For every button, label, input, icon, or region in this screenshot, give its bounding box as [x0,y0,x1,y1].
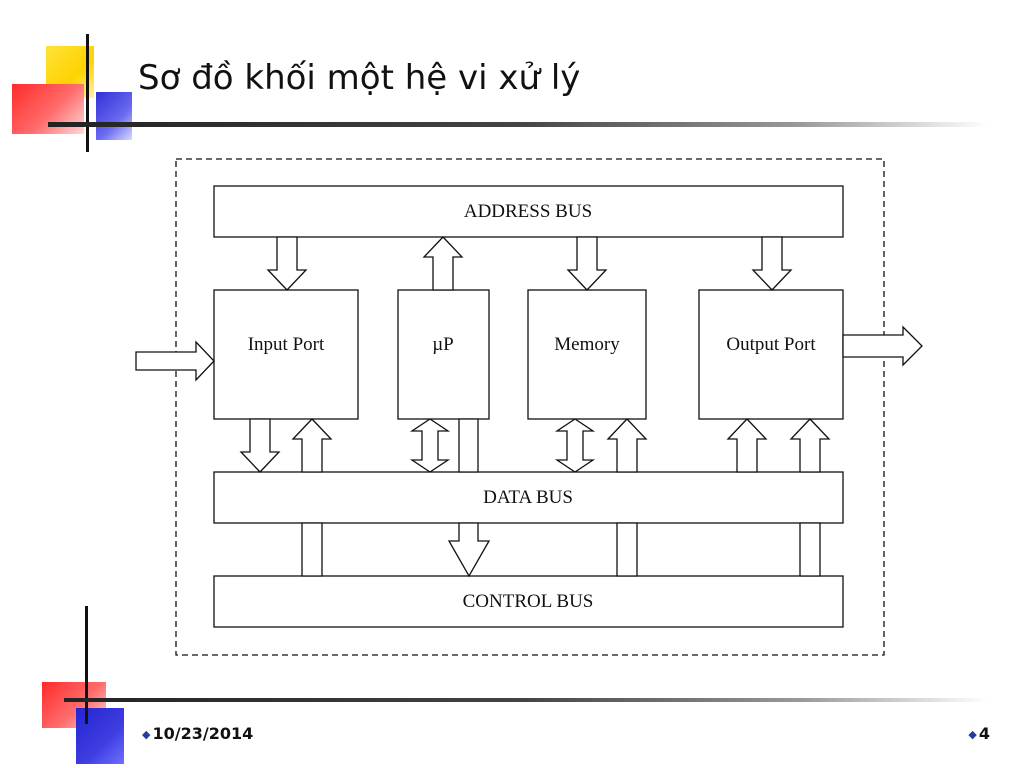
data-bus-label: DATA BUS [483,487,573,508]
arrow-data-to-output-left [726,418,768,473]
decor-vertical-line-bottom [85,606,88,724]
footer-page-number: ◆4 [968,724,990,743]
arrow-memory-data-bidirectional [554,418,596,473]
arrow-address-to-memory [566,236,608,291]
diamond-icon: ◆ [968,728,977,741]
control-bus-label: CONTROL BUS [463,591,594,612]
title-underline [48,122,988,127]
input-port-box [213,289,359,420]
memory-box [527,289,647,420]
arrow-external-output [842,325,923,367]
footer-date: ◆10/23/2014 [142,724,253,743]
connector-control-input [301,522,323,577]
memory-label: Memory [554,334,620,355]
decor-blue-square-top [96,92,132,140]
footer-page-text: 4 [978,724,990,743]
microprocessor-label: µP [432,334,454,355]
diamond-icon: ◆ [142,728,151,741]
arrow-address-to-output [751,236,793,291]
arrow-address-to-input [266,236,308,291]
footer-date-text: 10/23/2014 [152,724,254,743]
arrow-external-input [135,340,215,382]
arrow-data-to-input [291,418,333,473]
arrow-microprocessor-to-control-lower [447,522,491,578]
address-bus-label: ADDRESS BUS [464,201,592,222]
connector-control-output [799,522,821,577]
microprocessor-box [397,289,490,420]
slide-title: Sơ đồ khối một hệ vi xử lý [138,58,581,98]
arrow-microprocessor-to-control [458,418,479,473]
output-port-box [698,289,844,420]
control-bus-box [213,575,844,628]
decor-blue-square-bottom [76,708,124,764]
arrow-microprocessor-data-bidirectional [409,418,451,473]
arrow-data-to-memory-up [606,418,648,473]
arrow-input-to-data [239,418,281,473]
decor-vertical-line-top [86,34,89,152]
system-boundary [175,158,885,656]
connector-control-memory [616,522,638,577]
output-port-label: Output Port [726,334,816,355]
arrow-data-to-output-right [789,418,831,473]
data-bus-box [213,471,844,524]
address-bus-box [213,185,844,238]
input-port-label: Input Port [248,334,325,355]
footer-line [64,698,988,702]
arrow-up-to-address [422,236,464,291]
